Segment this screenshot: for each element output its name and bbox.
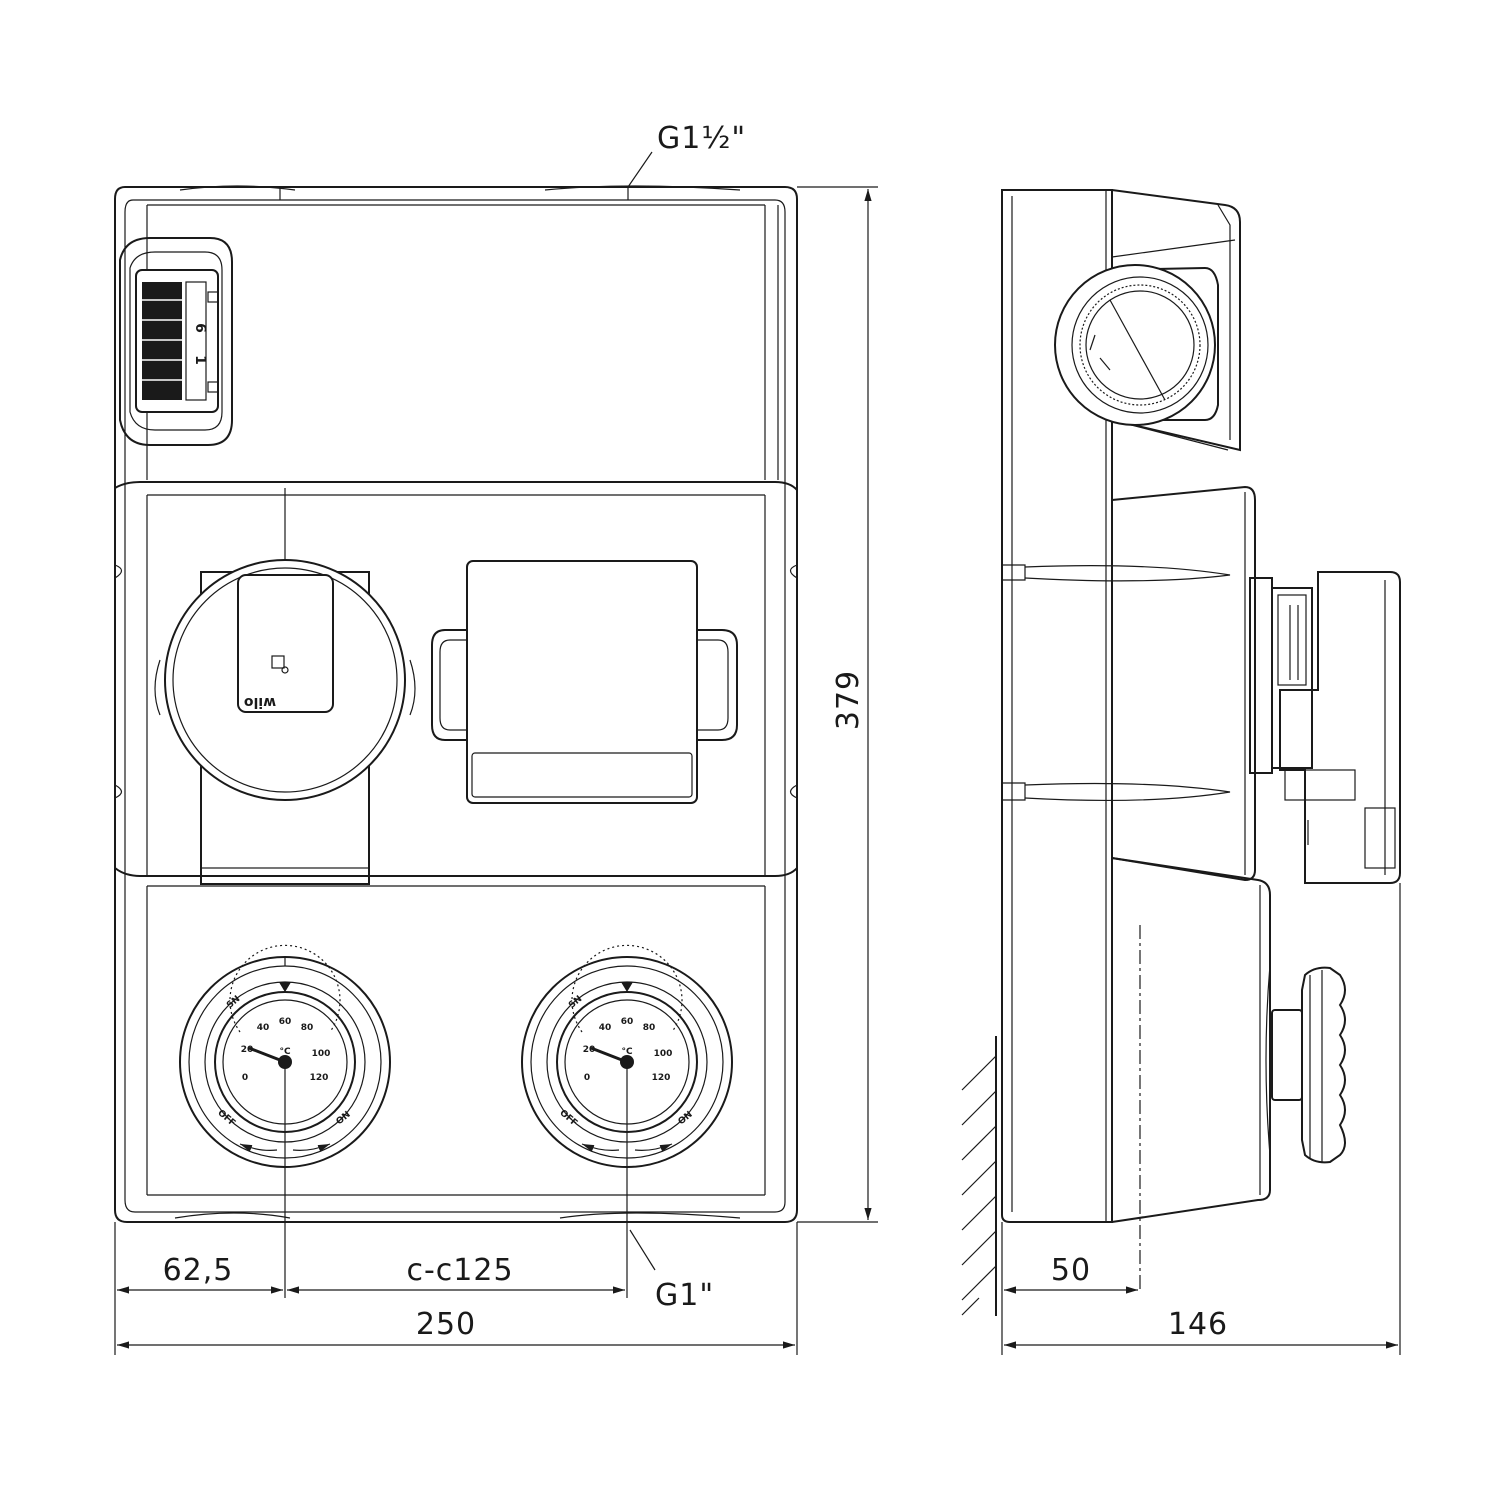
gauge-left-off: OFF [215,1108,237,1128]
side-pump-controller [1249,571,1401,884]
gauge-left-tick-0: 0 [242,1073,248,1083]
gauge-right-tick-40: 40 [599,1023,612,1033]
gauge-right-tick-100: 100 [654,1049,673,1059]
gauge-right-unit: °C [621,1047,633,1057]
front-housing-inner [124,199,786,1213]
valve-knob-ribs [142,282,182,400]
side-valve-knob [1054,264,1219,426]
controller-box [431,560,738,804]
gauge-right-tick-80: 80 [643,1023,656,1033]
gauge-left-tick-40: 40 [257,1023,270,1033]
dim-total-width: 250 [416,1307,476,1342]
circulation-pump: wilo [154,488,416,885]
valve-mark-6: 6 [192,323,208,333]
gauge-left-tick-120: 120 [310,1073,329,1083]
dim-height: 379 [831,670,866,730]
front-housing-outline [114,186,798,1223]
gauge-right-off: OFF [557,1108,579,1128]
gauge-right-tick-0: 0 [584,1073,590,1083]
gauge-right-tick-20: 20 [583,1045,596,1055]
gauge-left-tick-80: 80 [301,1023,314,1033]
front-view: 6 1 wilo [114,185,798,1298]
side-view [961,189,1401,1316]
wall-hatch [961,1036,997,1316]
gauge-right-tick-60: 60 [621,1017,634,1027]
gauge-right-tick-120: 120 [652,1073,671,1083]
gauge-left-tick-20: 20 [241,1045,254,1055]
dim-center-distance: c-c125 [406,1253,513,1288]
front-dimensions: 379 G1½" G1" 62,5 c-c125 250 [114,121,878,1355]
gauge-right-on: ON [677,1110,695,1127]
gauge-left-unit: °C [279,1047,291,1057]
gauge-left-tick-100: 100 [312,1049,331,1059]
side-dimensions: 50 146 [1001,883,1401,1355]
gauge-left-tick-60: 60 [279,1017,292,1027]
mixing-valve-actuator: 6 1 [119,237,233,446]
gauge-left-on: ON [335,1110,353,1127]
label-top-connection: G1½" [657,121,746,156]
label-bottom-connection: G1" [655,1278,714,1313]
pump-brand-label: wilo [244,694,277,710]
dim-left-offset: 62,5 [163,1253,234,1288]
side-handwheel [1265,964,1346,1164]
dim-depth: 146 [1168,1307,1228,1342]
dim-wall-offset: 50 [1051,1253,1091,1288]
valve-mark-1: 1 [192,355,208,365]
